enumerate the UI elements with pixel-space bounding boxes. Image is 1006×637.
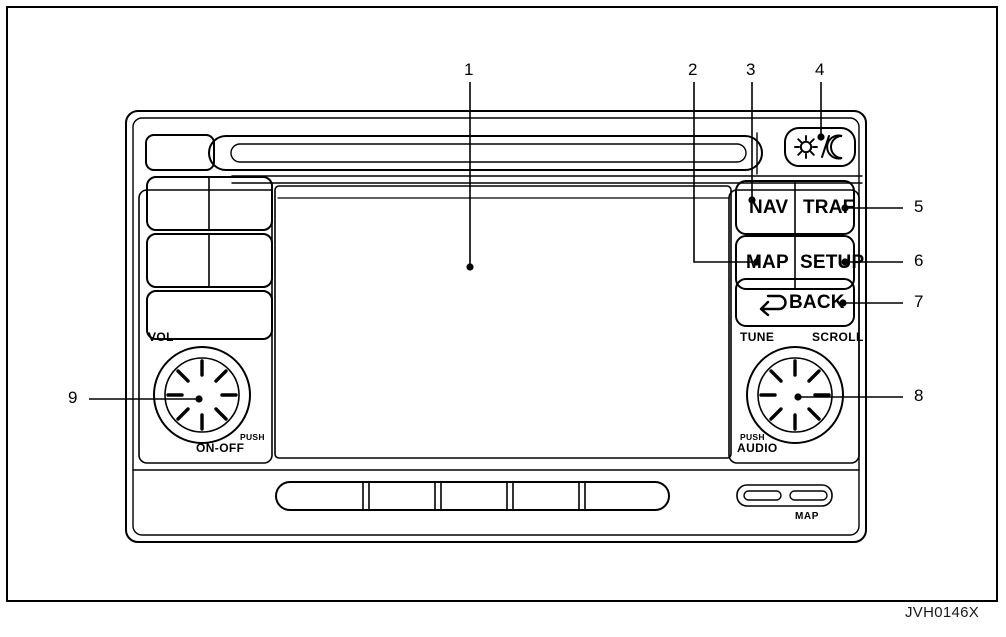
callout-number-2: 2 — [688, 60, 698, 79]
dot-6 — [841, 258, 849, 266]
nav-button-label[interactable]: NAV — [749, 197, 789, 218]
dot-3 — [748, 196, 756, 204]
callout-number-7: 7 — [914, 292, 924, 311]
figure-border — [6, 6, 998, 602]
left-button-row2 — [146, 233, 273, 288]
callout-number-1: 1 — [464, 60, 474, 79]
back-button-label[interactable]: BACK — [789, 292, 845, 313]
callout-leaders — [89, 82, 903, 400]
dot-9 — [195, 395, 203, 403]
left-panel — [138, 189, 273, 464]
back-arrow-icon — [759, 294, 787, 317]
right-knob-push-label: PUSH — [740, 432, 765, 442]
sun-moon-icon — [794, 134, 843, 160]
right-knob-function-label: AUDIO — [737, 441, 778, 455]
callout-number-8: 8 — [914, 386, 924, 405]
callout-number-9: 9 — [68, 388, 78, 407]
dot-1 — [466, 263, 474, 271]
scroll-label: SCROLL — [812, 330, 864, 344]
volume-knob-inner — [164, 357, 240, 433]
figure-id: JVH0146X — [905, 604, 980, 621]
display-screen — [274, 185, 732, 459]
tune-knob-inner — [757, 357, 833, 433]
left-knob-push-label: PUSH — [240, 432, 265, 442]
setup-button-label[interactable]: SETUP — [800, 252, 865, 273]
map-button-label[interactable]: MAP — [746, 252, 789, 273]
left-knob-function-label: ON-OFF — [196, 441, 245, 455]
callout-number-3: 3 — [746, 60, 756, 79]
volume-knob-outer — [153, 346, 251, 444]
top-left-button — [145, 134, 215, 171]
map-slot-right — [789, 490, 828, 501]
callout-number-6: 6 — [914, 251, 924, 270]
dot-8 — [794, 393, 802, 401]
left-button-row1 — [146, 176, 273, 231]
unit-outer-bezel — [125, 110, 867, 543]
preset-bar — [275, 481, 670, 511]
callout-number-5: 5 — [914, 197, 924, 216]
callout-dots — [195, 133, 849, 403]
tune-knob-outer — [746, 346, 844, 444]
cd-slot-inner — [230, 143, 747, 163]
map-slot-label: MAP — [795, 511, 820, 522]
right-panel — [728, 189, 860, 464]
map-slot-frame — [736, 484, 833, 507]
left-button-row3 — [146, 290, 273, 340]
dot-7 — [839, 299, 847, 307]
cd-slot-outer — [208, 135, 763, 171]
tune-label: TUNE — [740, 330, 775, 344]
dot-2 — [753, 258, 761, 266]
dot-5 — [841, 204, 849, 212]
sun-moon-button — [784, 127, 856, 167]
vol-label: VOL — [148, 330, 174, 344]
dot-4 — [817, 133, 825, 141]
volume-knob-ticks — [166, 359, 238, 431]
leader-2 — [693, 82, 757, 263]
traf-button-label[interactable]: TRAF — [803, 197, 855, 218]
tune-knob-ticks — [759, 359, 831, 431]
preset-bar-dividers — [362, 482, 586, 510]
callout-number-4: 4 — [815, 60, 825, 79]
map-slot-left — [743, 490, 782, 501]
